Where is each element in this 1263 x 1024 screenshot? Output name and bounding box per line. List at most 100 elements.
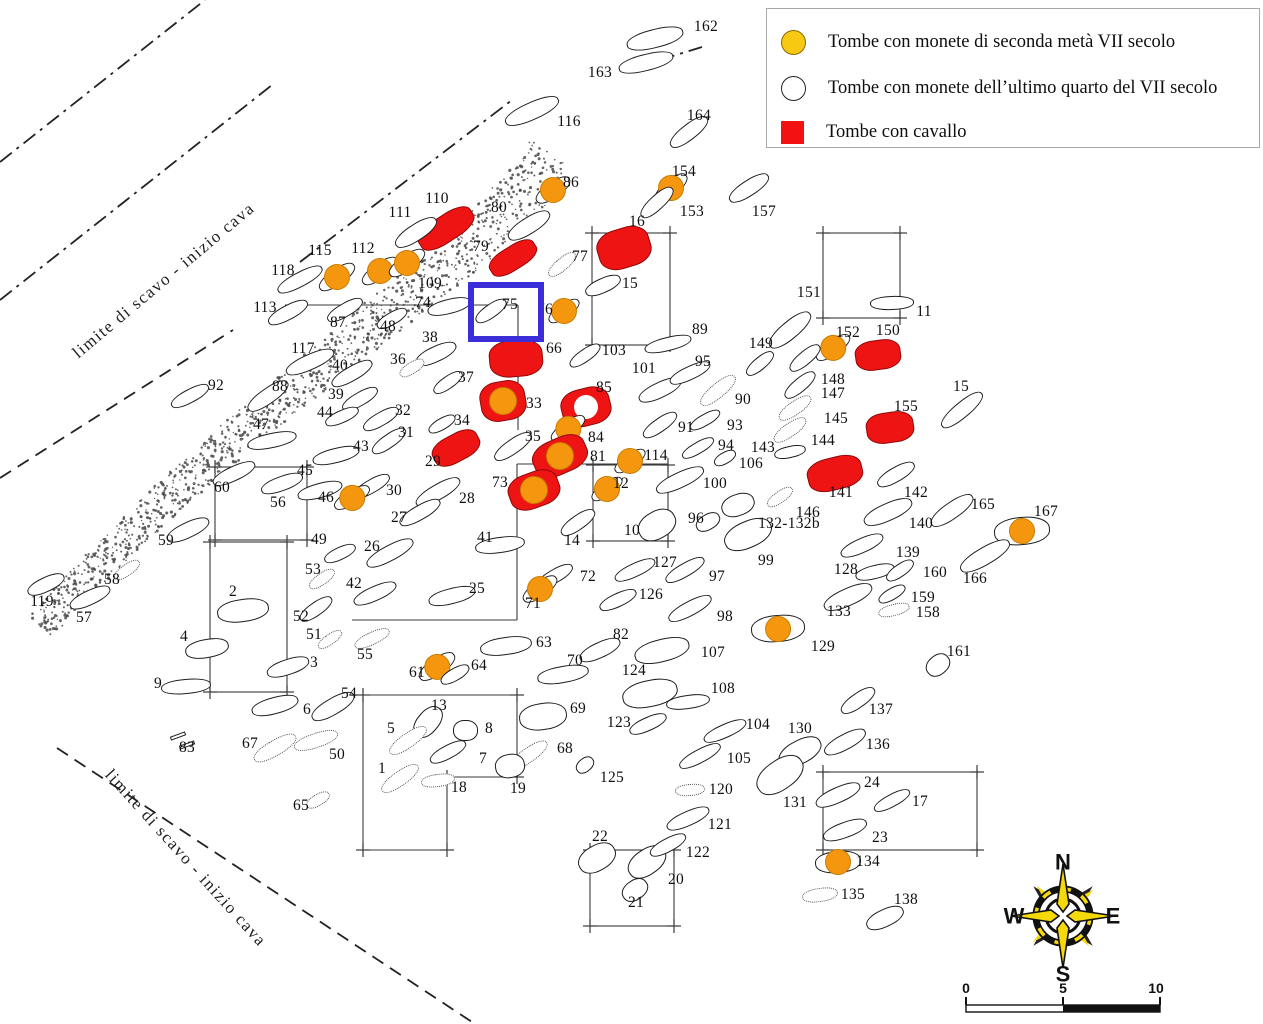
tomb-label: 139 <box>895 544 921 561</box>
tomb-label: 43 <box>352 438 370 455</box>
tomb-label: 72 <box>579 568 597 585</box>
tomb-label: 29 <box>424 453 442 470</box>
tomb-label: 30 <box>385 482 403 499</box>
tomb-label: 24 <box>863 774 881 791</box>
tomb-label: 31 <box>397 424 415 441</box>
tomb-label: 159 <box>910 589 936 606</box>
tomb-label: 114 <box>644 447 668 464</box>
tomb-label: 79 <box>472 238 490 255</box>
tomb-label: 75 <box>501 296 519 313</box>
tomb-label: 104 <box>745 716 771 733</box>
tomb-label: 50 <box>328 746 346 763</box>
tomb-label: 124 <box>621 662 647 679</box>
tomb-label: 2 <box>228 583 238 600</box>
tomb-label: 39 <box>327 386 345 403</box>
tomb-label: 46 <box>317 489 335 506</box>
tomb-label: 83 <box>178 739 196 756</box>
tomb-label: 77 <box>571 248 589 265</box>
tomb-label: 108 <box>710 680 736 697</box>
tomb-label: 154 <box>671 163 697 180</box>
tomb-label: 153 <box>679 203 705 220</box>
legend-item-label: Tombe con cavallo <box>826 121 967 142</box>
tomb-label: 44 <box>316 404 334 421</box>
tomb-label: 144 <box>810 432 836 449</box>
tomb-label: 120 <box>708 781 734 798</box>
tomb-label: 123 <box>606 714 632 731</box>
tomb-label: 138 <box>893 891 919 908</box>
tomb-label: 14 <box>563 532 581 549</box>
tomb-label: 25 <box>468 580 486 597</box>
tomb-label: 85 <box>595 379 613 396</box>
tomb-label: 148 <box>820 371 846 388</box>
tomb-label: 121 <box>707 816 733 833</box>
tomb-label: 3 <box>309 654 319 671</box>
tomb-label: 5 <box>386 720 396 737</box>
tomb-label: 22 <box>591 828 609 845</box>
tomb-label: 35 <box>524 428 542 445</box>
tomb-label: 134 <box>855 853 881 870</box>
compass-letter: E <box>1106 904 1121 929</box>
legend-item-label: Tombe con monete di seconda metà VII sec… <box>828 31 1176 52</box>
scale-tick-label: 5 <box>1059 980 1067 996</box>
tomb-label: 142 <box>903 484 929 501</box>
tomb-label: 15 <box>952 378 970 395</box>
tomb-label: 17 <box>911 793 929 810</box>
tomb-label: 100 <box>702 475 728 492</box>
orange-coin-dot <box>763 613 793 643</box>
tomb-label: 161 <box>946 643 972 660</box>
excavation-limit-line <box>0 0 206 163</box>
tomb-label: 65 <box>292 797 310 814</box>
legend-item-label: Tombe con monete dell’ultimo quarto del … <box>828 77 1218 98</box>
tomb-label: 125 <box>599 769 625 786</box>
tomb-label: 113 <box>253 299 277 316</box>
tomb-label: 26 <box>363 538 381 555</box>
tomb-label: 111 <box>388 204 412 221</box>
tomb-label: 87 <box>329 314 347 331</box>
tomb-label: 71 <box>524 595 542 612</box>
tomb-label: 103 <box>601 342 627 359</box>
tomb-label: 42 <box>345 575 363 592</box>
tomb-label: 164 <box>686 107 712 124</box>
tomb-label: 86 <box>562 174 580 191</box>
compass-letter: S <box>1056 962 1071 987</box>
tomb-label: 81 <box>589 448 607 465</box>
tomb-label: 33 <box>525 395 543 412</box>
tomb-label: 28 <box>458 490 476 507</box>
survey-grid-square <box>822 232 901 319</box>
tomb-label: 162 <box>693 18 719 35</box>
excavation-limit-line <box>299 99 513 263</box>
tomb-label: 128 <box>833 561 859 578</box>
tomb-label: 167 <box>1033 503 1059 520</box>
tomb-label: 122 <box>685 844 711 861</box>
tomb-label: 95 <box>694 353 712 370</box>
tomb-label: 137 <box>868 701 894 718</box>
tomb-label: 157 <box>751 203 777 220</box>
tomb-label: 56 <box>269 494 287 511</box>
tomb-label: 21 <box>627 894 645 911</box>
tomb-label: 98 <box>716 608 734 625</box>
excavation-limit-line <box>0 84 273 301</box>
tomb-label: 47 <box>252 416 270 433</box>
scale-tick-label: 10 <box>1148 980 1164 996</box>
orange-coin-dot <box>1007 516 1037 546</box>
tomb-label: 53 <box>304 561 322 578</box>
tomb-label: 101 <box>631 360 657 377</box>
tomb-66 <box>487 337 545 379</box>
tomb-label: 147 <box>820 385 846 402</box>
red-square-icon <box>781 120 804 144</box>
tomb-label: 140 <box>908 515 934 532</box>
tomb-label: 136 <box>865 736 891 753</box>
tomb-label: 54 <box>340 685 358 702</box>
tomb-label: 58 <box>103 571 121 588</box>
tomb-label: 36 <box>389 351 407 368</box>
tomb-label: 45 <box>296 462 314 479</box>
tomb-label: 48 <box>379 318 397 335</box>
tomb-label: 23 <box>871 829 889 846</box>
tomb-label: 158 <box>915 604 941 621</box>
tomb-label: 74 <box>414 294 432 311</box>
orange-coin-dot <box>516 472 552 508</box>
tomb-label: 107 <box>700 644 726 661</box>
tomb-label: 94 <box>717 437 735 454</box>
tomb-label: 143 <box>750 439 776 456</box>
